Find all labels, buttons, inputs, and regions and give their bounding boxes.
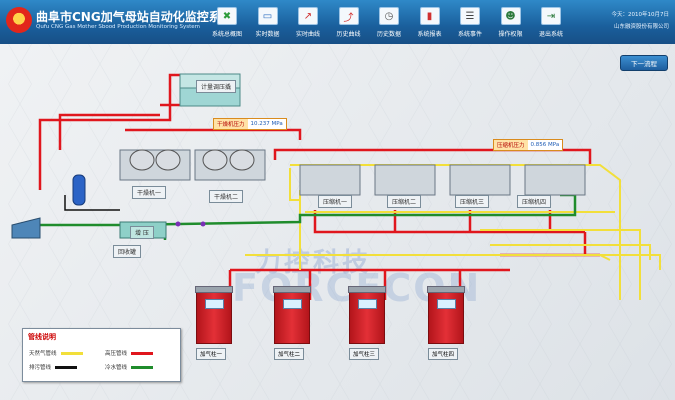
nav-exit[interactable]: ⇥退出系统	[532, 4, 570, 42]
dryer-pressure-readout: 干燥机压力 10.237 MPa	[213, 118, 287, 130]
label-dryer-1: 干燥机一	[132, 186, 167, 199]
legend-item-high-pressure: 高压管线	[105, 349, 154, 357]
dispenser-2[interactable]	[273, 286, 311, 344]
label-compressor-3: 压缩机三	[455, 195, 490, 208]
nav-realtime-curve[interactable]: ↗实时曲线	[289, 4, 327, 42]
dispenser-4[interactable]	[427, 286, 465, 344]
label-booster: 增 压	[130, 226, 154, 239]
nav-events[interactable]: ☰系统事件	[451, 4, 489, 42]
legend-item-water: 冷水管线	[105, 363, 154, 371]
label-dispenser-1: 加气柱一	[196, 348, 227, 360]
app-subtitle: Qufu CNG Gas Mother Sbood Production Mon…	[36, 24, 200, 30]
header-bar: 曲阜市CNG加气母站自动化监控系统 Qufu CNG Gas Mother Sb…	[0, 0, 675, 44]
exit-door-icon: ⇥	[541, 7, 561, 25]
document-icon: ☰	[460, 7, 480, 25]
current-date: 今天：2010年10月7日	[611, 12, 670, 18]
compressor-pressure-readout: 压缩机压力 0.856 MPa	[493, 139, 564, 151]
nav-reports[interactable]: ▮系统报表	[411, 4, 449, 42]
trend-chart-icon: ⤴	[338, 7, 359, 25]
label-metering-skid: 计量调压撬	[196, 80, 237, 93]
label-dryer-2: 干燥机二	[209, 190, 244, 203]
app-title: 曲阜市CNG加气母站自动化监控系统	[36, 10, 233, 24]
dispenser-1[interactable]	[195, 286, 233, 344]
bar-chart-icon: ▮	[419, 7, 440, 25]
pipeline-legend: 管线说明 天然气管线 高压管线 排污管线 冷水管线	[22, 328, 181, 382]
close-x-icon: ✖	[217, 7, 237, 25]
line-chart-icon: ↗	[298, 7, 318, 25]
clock-icon: ◷	[379, 7, 399, 25]
company-logo	[6, 7, 32, 33]
legend-item-drain: 排污管线	[29, 363, 78, 371]
label-recovery-tank: 回收罐	[113, 245, 142, 258]
nav-permissions[interactable]: ☻操作权限	[492, 4, 530, 42]
nav-history-curve[interactable]: ⤴历史曲线	[330, 4, 368, 42]
main-nav: ✖系统总概图 ▭实时数据 ↗实时曲线 ⤴历史曲线 ◷历史数据 ▮系统报表 ☰系统…	[208, 4, 573, 42]
nav-overview[interactable]: ✖系统总概图	[208, 4, 246, 42]
label-dispenser-3: 加气柱三	[349, 348, 380, 360]
status-info: 今天：2010年10月7日 山东融资股份有限公司	[612, 9, 670, 33]
nav-realtime-data[interactable]: ▭实时数据	[249, 4, 287, 42]
label-dispenser-2: 加气柱二	[274, 348, 305, 360]
label-dispenser-4: 加气柱四	[428, 348, 459, 360]
company-name: 山东融资股份有限公司	[613, 24, 669, 30]
legend-item-gas: 天然气管线	[29, 349, 83, 357]
label-compressor-1: 压缩机一	[318, 195, 353, 208]
next-process-button[interactable]: 下一流程	[620, 55, 668, 71]
dispenser-3[interactable]	[348, 286, 386, 344]
monitor-icon: ▭	[257, 7, 278, 25]
users-icon: ☻	[500, 7, 521, 25]
legend-title: 管线说明	[28, 333, 56, 341]
label-compressor-4: 压缩机四	[517, 195, 552, 208]
nav-history-data[interactable]: ◷历史数据	[370, 4, 408, 42]
label-compressor-2: 压缩机二	[387, 195, 422, 208]
